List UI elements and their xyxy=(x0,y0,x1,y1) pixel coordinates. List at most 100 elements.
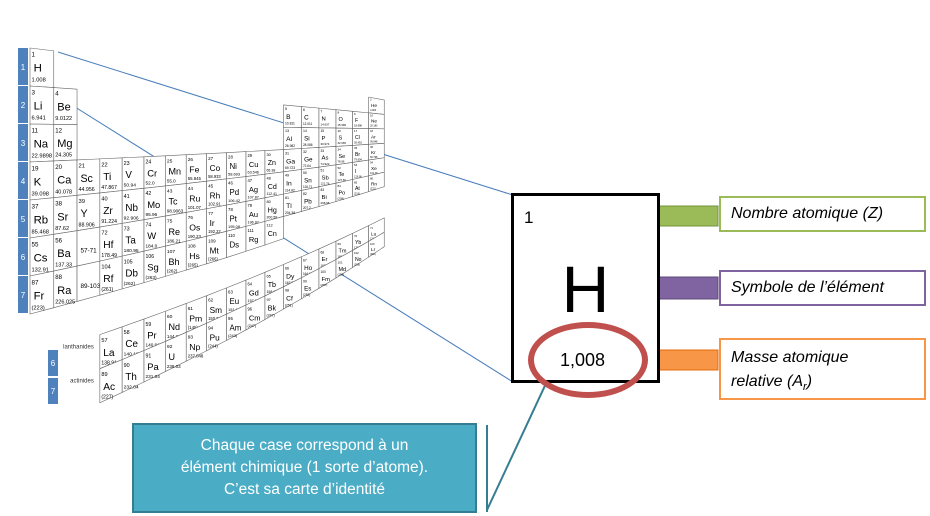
element-number: 101 xyxy=(338,261,343,265)
period-band-cell xyxy=(18,238,28,275)
element-number: 94 xyxy=(208,325,214,330)
element-mass: 127.60 xyxy=(338,178,347,182)
element-mass: 180.95 xyxy=(124,248,139,254)
element-cell-box xyxy=(76,260,101,302)
element-mass: 10.811 xyxy=(285,122,295,126)
element-number: 47 xyxy=(248,178,253,183)
element-mass: 6.941 xyxy=(32,115,46,121)
element-symbol: Si xyxy=(304,136,310,143)
card-symbol: H xyxy=(561,252,610,326)
element-number: 84 xyxy=(338,184,342,188)
element-symbol: Bi xyxy=(322,195,327,201)
element-number: 36 xyxy=(370,145,373,149)
element-mass: 44.956 xyxy=(79,187,95,193)
element-mass: 144.24 xyxy=(167,334,181,339)
element-symbol: S xyxy=(338,135,342,141)
element-mass: 138.91 xyxy=(101,361,117,367)
element-symbol: Y xyxy=(80,208,87,220)
element-number: 102 xyxy=(354,251,359,255)
element-number: 30 xyxy=(266,152,270,157)
element-number: 7 xyxy=(320,109,322,113)
element-symbol: Ce xyxy=(125,339,138,350)
element-symbol: Cd xyxy=(268,183,277,191)
element-mass: 98.9063 xyxy=(167,208,184,213)
element-mass: 112.41 xyxy=(266,192,277,196)
element-symbol: K xyxy=(34,177,42,189)
element-symbol: Zn xyxy=(268,159,276,167)
element-mass: 35.453 xyxy=(354,140,362,144)
element-number: 23 xyxy=(124,161,130,167)
element-symbol: Na xyxy=(34,139,49,151)
element-mass: 58.693 xyxy=(228,172,241,177)
period-number: 6 xyxy=(21,253,26,262)
element-symbol: Bh xyxy=(168,257,179,267)
element-symbol: Fr xyxy=(34,291,45,303)
element-number: 10 xyxy=(370,113,373,117)
element-symbol: Se xyxy=(338,154,345,160)
element-mass: (262) xyxy=(370,253,376,256)
element-symbol: Cu xyxy=(249,160,259,169)
element-number: 49 xyxy=(285,174,289,178)
element-mass: 106.42 xyxy=(228,198,240,203)
element-mass: 232.04 xyxy=(124,384,139,390)
element-number: 97 xyxy=(266,297,270,302)
element-mass: 238.03 xyxy=(167,364,181,369)
element-number: 11 xyxy=(32,127,39,134)
element-symbol: Fe xyxy=(189,165,199,175)
element-number: 22 xyxy=(101,162,107,168)
element-number: 26 xyxy=(188,157,194,163)
period-number: 5 xyxy=(21,215,26,224)
element-mass: 118.71 xyxy=(303,185,313,189)
period-number: 2 xyxy=(21,101,26,110)
element-number: 28 xyxy=(228,154,233,159)
element-symbol: Ni xyxy=(229,162,237,171)
element-number: 79 xyxy=(248,203,253,208)
element-number: 88 xyxy=(55,275,62,281)
element-mass: (222) xyxy=(370,188,376,191)
element-number: 17 xyxy=(354,129,358,133)
element-mass: (244) xyxy=(208,343,218,348)
element-symbol: Ds xyxy=(229,241,239,250)
element-number: 63 xyxy=(228,290,233,295)
element-symbol: Cs xyxy=(34,253,48,265)
element-mass: 184.0 xyxy=(146,243,158,249)
element-mass: 207.2 xyxy=(303,206,311,210)
element-symbol: Er xyxy=(322,257,328,263)
element-symbol: Li xyxy=(34,101,43,113)
element-number: 56 xyxy=(55,238,62,244)
element-number: 15 xyxy=(320,129,324,133)
element-cell-box xyxy=(368,171,385,193)
element-mass: 55.845 xyxy=(188,176,202,181)
element-symbol: Am xyxy=(229,323,241,332)
element-mass: 47.867 xyxy=(101,185,117,191)
element-number: 48 xyxy=(266,175,270,180)
element-symbol: Rf xyxy=(103,274,113,285)
element-mass: 79.904 xyxy=(354,157,362,161)
element-number: 66 xyxy=(285,266,289,270)
element-symbol: Br xyxy=(355,152,360,158)
element-symbol: Pt xyxy=(229,214,237,223)
element-number: 105 xyxy=(124,259,133,265)
element-number: 9 xyxy=(354,112,356,116)
element-symbol: Sb xyxy=(322,175,330,181)
element-mass: (251) xyxy=(285,303,293,307)
element-number: 78 xyxy=(228,207,233,212)
element-number: 92 xyxy=(167,344,173,350)
element-number: 87 xyxy=(32,279,39,286)
element-mass: 237.048 xyxy=(188,354,204,359)
